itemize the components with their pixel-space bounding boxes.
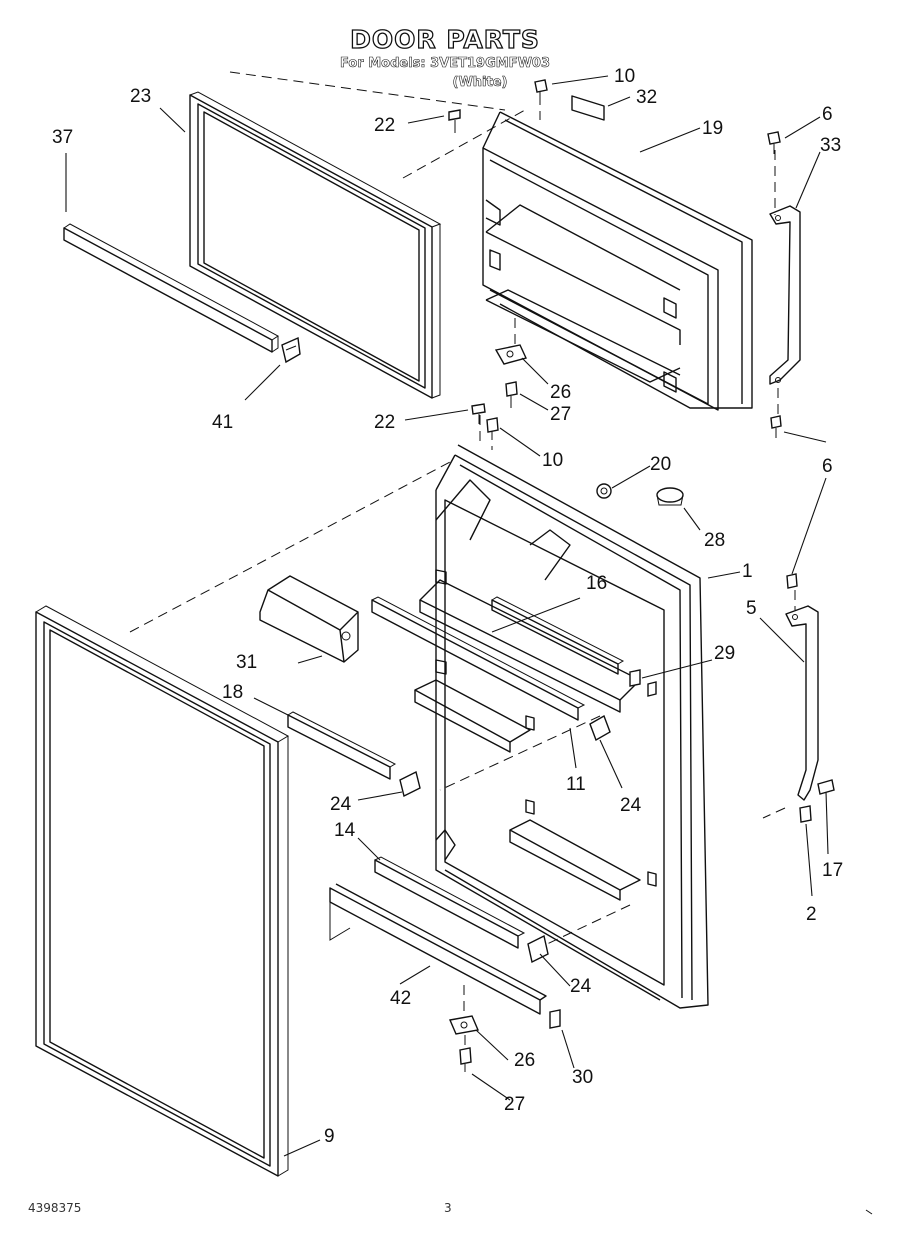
part-19-freezer-door [482,111,753,411]
callout-10-mid: 10 [542,450,563,471]
part-41-end-cap [281,336,301,364]
callout-37: 37 [52,127,73,148]
part-18-strip [287,711,397,780]
callout-29: 29 [714,643,735,664]
page-number: 3 [444,1201,452,1215]
callout-24-bottom: 24 [570,976,592,997]
callout-32: 32 [636,87,657,108]
part-42-shelf-rail [329,883,547,1015]
part-16-bar [491,596,625,675]
part-5-lower-hinge [785,573,819,801]
part-17-pin [817,779,835,795]
callout-31: 31 [236,652,257,673]
callout-23: 23 [130,86,151,107]
callout-42: 42 [390,988,411,1009]
page-title: DOOR PARTS [349,25,540,54]
callout-26-top: 26 [550,382,571,403]
part-33-upper-hinge [769,205,801,385]
callout-26-bottom: 26 [514,1050,535,1071]
part-29-stop [629,669,657,697]
fasteners-top [448,79,548,130]
callout-numbers: 23 37 10 32 22 19 6 33 41 26 27 22 10 6 … [52,66,843,1147]
callout-5: 5 [746,598,757,619]
alignment-lines [129,71,796,1050]
corner-mark [865,1209,873,1215]
callout-33: 33 [820,135,841,156]
part-37-shelf-strip [63,223,279,353]
callout-18: 18 [222,682,243,703]
callout-22-mid: 22 [374,412,395,433]
callout-11: 11 [566,774,586,795]
callout-28: 28 [704,530,725,551]
fasteners-middle [471,403,499,433]
callout-24-right: 24 [620,795,642,816]
part-23-freezer-gasket [189,91,442,399]
part-28-button [656,487,684,506]
part-32-label [571,95,605,121]
part-24-caps [399,714,611,964]
diagram-header: DOOR PARTS For Models: 3VET19GMFW03 (Whi… [0,25,890,92]
callout-17: 17 [822,860,843,881]
part-20-plug [596,483,612,499]
callout-16: 16 [586,573,607,594]
part-11-rail [371,596,586,721]
part-26-27-upper [494,344,527,408]
part-1-fresh-food-door [414,444,709,1009]
callout-6-mid: 6 [822,456,833,477]
callout-2: 2 [806,904,817,925]
leader-lines [65,75,829,1157]
callout-24-left: 24 [330,794,352,815]
part-9-fresh-food-gasket [35,605,290,1177]
callout-22-top: 22 [374,115,395,136]
callout-14: 14 [334,820,356,841]
callout-1: 1 [742,561,753,582]
callout-6-top: 6 [822,104,833,125]
part-2-bushing [799,805,812,823]
part-31-dairy-door [259,575,359,663]
callout-27-top: 27 [550,404,571,425]
callout-41: 41 [212,412,233,433]
variant-line: (White) [452,75,508,91]
callout-30: 30 [572,1067,593,1088]
document-number: 4398375 [28,1201,82,1215]
hinge-screws [767,131,782,438]
callout-19: 19 [702,118,723,139]
callout-9: 9 [324,1126,335,1147]
models-line: For Models: 3VET19GMFW03 [340,56,551,72]
callout-10-top: 10 [614,66,635,87]
part-26-27-lower [449,1015,479,1072]
callout-27-bottom: 27 [504,1094,525,1115]
callout-20: 20 [650,454,671,475]
part-30-stop [549,1009,561,1029]
